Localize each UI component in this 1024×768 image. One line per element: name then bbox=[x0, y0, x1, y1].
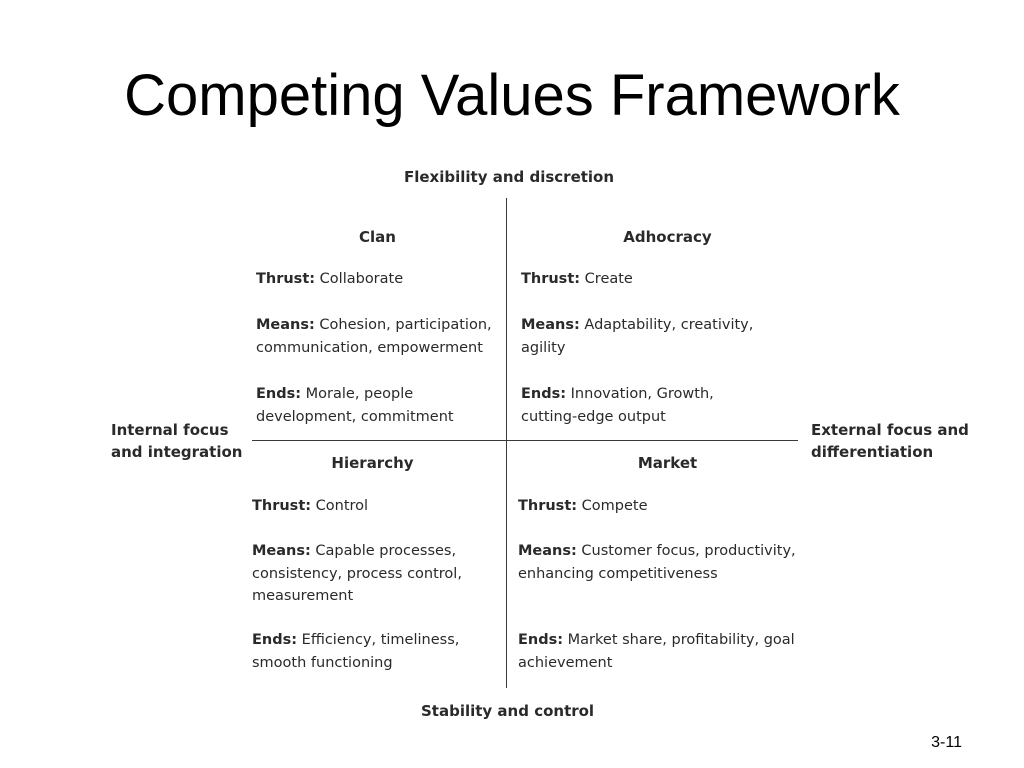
market-thrust-label: Thrust: bbox=[518, 498, 578, 514]
adhocracy-thrust: Thrust: Create bbox=[521, 268, 781, 291]
axis-left-line1: Internal focus bbox=[111, 421, 229, 439]
axis-left-label: Internal focus and integration bbox=[111, 419, 251, 463]
adhocracy-ends-line1: Innovation, Growth, bbox=[570, 386, 714, 402]
hierarchy-means-line1: Capable processes, bbox=[315, 543, 457, 559]
hierarchy-title: Hierarchy bbox=[331, 454, 414, 472]
market-thrust: Thrust: Compete bbox=[518, 495, 808, 518]
clan-ends: Ends: Morale, people development, commit… bbox=[256, 383, 501, 428]
clan-title: Clan bbox=[359, 228, 396, 246]
hierarchy-ends-label: Ends: bbox=[252, 632, 298, 648]
axis-right-line1: External focus and bbox=[811, 421, 969, 439]
adhocracy-ends: Ends: Innovation, Growth, cutting-edge o… bbox=[521, 383, 781, 428]
adhocracy-means-label: Means: bbox=[521, 317, 580, 333]
hierarchy-means-label: Means: bbox=[252, 543, 311, 559]
clan-ends-label: Ends: bbox=[256, 386, 302, 402]
clan-thrust-value: Collaborate bbox=[319, 271, 404, 287]
market-means-line2: enhancing competitiveness bbox=[518, 565, 718, 582]
hierarchy-ends-line2: smooth functioning bbox=[252, 654, 393, 671]
adhocracy-means: Means: Adaptability, creativity, agility bbox=[521, 314, 781, 359]
vertical-axis-line bbox=[506, 198, 507, 688]
clan-thrust-label: Thrust: bbox=[256, 271, 316, 287]
adhocracy-thrust-label: Thrust: bbox=[521, 271, 581, 287]
clan-ends-line1: Morale, people bbox=[305, 386, 414, 402]
adhocracy-thrust-value: Create bbox=[584, 271, 633, 287]
hierarchy-thrust-label: Thrust: bbox=[252, 498, 312, 514]
axis-right-label: External focus and differentiation bbox=[811, 419, 991, 463]
clan-thrust: Thrust: Collaborate bbox=[256, 268, 501, 291]
axis-top-label: Flexibility and discretion bbox=[404, 168, 615, 186]
market-ends-label: Ends: bbox=[518, 632, 564, 648]
market-ends: Ends: Market share, profitability, goal … bbox=[518, 629, 813, 674]
hierarchy-means-line2: consistency, process control, bbox=[252, 565, 462, 582]
market-means-label: Means: bbox=[518, 543, 577, 559]
axis-right-line2: differentiation bbox=[811, 443, 934, 461]
market-title: Market bbox=[637, 454, 698, 472]
market-thrust-value: Compete bbox=[581, 498, 648, 514]
clan-means-label: Means: bbox=[256, 317, 315, 333]
adhocracy-ends-label: Ends: bbox=[521, 386, 567, 402]
hierarchy-ends: Ends: Efficiency, timeliness, smooth fun… bbox=[252, 629, 502, 674]
clan-means: Means: Cohesion, participation, communic… bbox=[256, 314, 504, 359]
adhocracy-means-line1: Adaptability, creativity, bbox=[584, 317, 754, 333]
clan-ends-line2: development, commitment bbox=[256, 408, 454, 425]
hierarchy-thrust-value: Control bbox=[315, 498, 369, 514]
hierarchy-means-line3: measurement bbox=[252, 588, 354, 604]
market-means-line1: Customer focus, productivity, bbox=[581, 543, 796, 559]
hierarchy-ends-line1: Efficiency, timeliness, bbox=[301, 632, 460, 648]
market-means: Means: Customer focus, productivity, enh… bbox=[518, 540, 813, 585]
axis-left-line2: and integration bbox=[111, 443, 243, 461]
market-ends-line2: achievement bbox=[518, 654, 613, 671]
clan-means-line1: Cohesion, participation, bbox=[319, 317, 492, 333]
adhocracy-ends-line2: cutting-edge output bbox=[521, 408, 666, 425]
axis-bottom-label: Stability and control bbox=[421, 702, 595, 720]
hierarchy-means: Means: Capable processes, consistency, p… bbox=[252, 540, 502, 608]
hierarchy-thrust: Thrust: Control bbox=[252, 495, 502, 518]
slide-title: Competing Values Framework bbox=[124, 63, 900, 128]
page-number: 3-11 bbox=[931, 734, 962, 751]
adhocracy-means-line2: agility bbox=[521, 339, 566, 356]
market-ends-line1: Market share, profitability, goal bbox=[567, 632, 795, 648]
clan-means-line2: communication, empowerment bbox=[256, 339, 483, 356]
adhocracy-title: Adhocracy bbox=[623, 228, 712, 246]
horizontal-axis-line bbox=[252, 440, 798, 441]
